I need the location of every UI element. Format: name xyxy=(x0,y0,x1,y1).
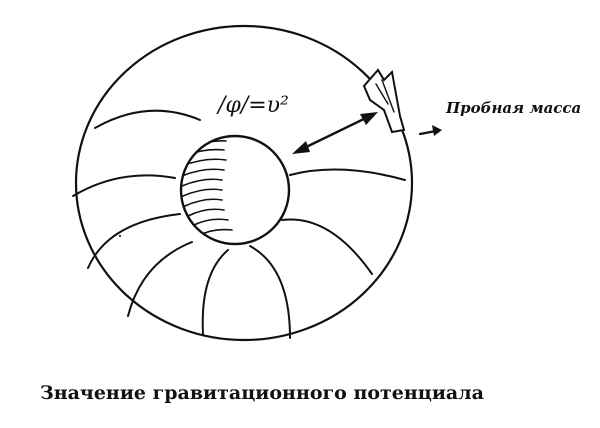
stray-dot xyxy=(118,234,122,238)
distance-double-arrow xyxy=(292,112,378,154)
outer-boundary-circle xyxy=(74,24,414,342)
test-mass-label: Пробная масса xyxy=(445,99,581,117)
central-mass-hatching xyxy=(181,140,233,237)
figure-caption: Значение гравитационного потенциала xyxy=(40,382,484,404)
motion-arrow xyxy=(418,125,442,136)
central-mass xyxy=(179,134,291,246)
potential-arcs xyxy=(72,109,406,339)
test-mass-probe xyxy=(362,68,406,134)
potential-formula: /φ/=υ² xyxy=(216,93,289,118)
